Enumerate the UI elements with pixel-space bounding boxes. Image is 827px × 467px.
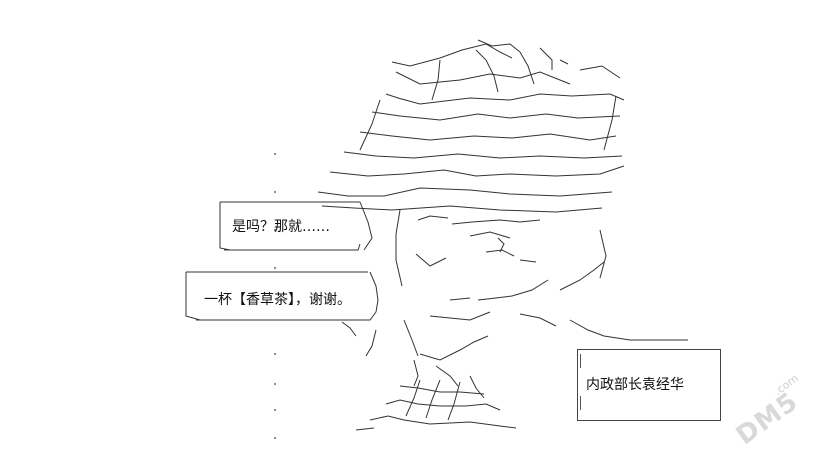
speech-bubble-2-text: 一杯【香草茶】，谢谢。 xyxy=(204,292,351,308)
dot-marks xyxy=(274,153,276,439)
body-strokes xyxy=(341,319,517,431)
name-caption-box: 内政部长袁经华 xyxy=(577,349,721,421)
hair-strokes xyxy=(317,39,625,213)
caption-text: 内政部长袁经华 xyxy=(586,377,684,393)
caption-bracket-bottom xyxy=(580,396,582,410)
speech-bubble-2 xyxy=(185,271,379,321)
face-strokes xyxy=(395,209,688,341)
watermark-logo: DM5 xyxy=(730,386,804,452)
caption-bracket-top xyxy=(580,354,582,368)
speech-bubble-1 xyxy=(219,201,373,251)
speech-bubble-1-text: 是吗？那就…… xyxy=(232,219,330,235)
